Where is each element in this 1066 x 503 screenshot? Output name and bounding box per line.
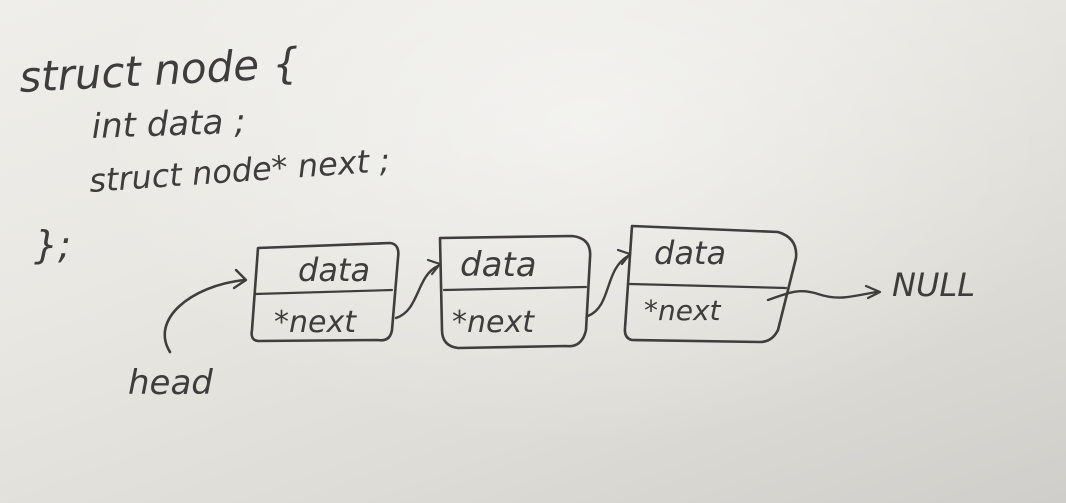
code-line-int-data: int data ; [91, 102, 246, 147]
code-line-struct-node: struct node { [18, 38, 300, 102]
node-1-divider [253, 288, 394, 296]
node-2-next-label: *next [452, 305, 535, 340]
node-1-data-label: data [298, 251, 370, 289]
node-3-data-label: data [654, 234, 726, 272]
node-2-divider [442, 285, 588, 292]
link-arrowhead-1 [426, 258, 442, 276]
code-line-closing-brace: }; [34, 223, 71, 267]
node-3-box [623, 224, 798, 344]
link-arrowhead-2 [616, 248, 632, 266]
node-1: data *next [250, 241, 400, 343]
head-arrowhead [232, 268, 248, 290]
node-3: data *next [623, 224, 798, 344]
node-3-divider [628, 282, 788, 290]
code-line-next-pointer: struct node* next ; [88, 141, 391, 200]
struct-definition: struct node { int data ; struct node* ne… [18, 38, 391, 267]
link-node2-to-node3 [586, 248, 632, 318]
null-arrow [766, 289, 878, 302]
head-pointer: head [128, 268, 248, 403]
null-arrowhead [864, 284, 882, 300]
link-arrow-2 [586, 254, 630, 318]
node-2: data *next [438, 234, 592, 350]
node-2-data-label: data [460, 245, 537, 285]
head-arrow [163, 278, 246, 354]
node-2-box [438, 234, 592, 350]
node-1-box [250, 241, 400, 343]
node-1-next-label: *next [274, 305, 357, 340]
null-label: NULL [892, 266, 975, 304]
link-node3-to-null: NULL [766, 266, 975, 304]
head-label: head [128, 363, 213, 403]
link-node1-to-node2 [394, 258, 442, 320]
node-3-next-label: *next [644, 294, 722, 327]
link-arrow-1 [394, 264, 440, 320]
